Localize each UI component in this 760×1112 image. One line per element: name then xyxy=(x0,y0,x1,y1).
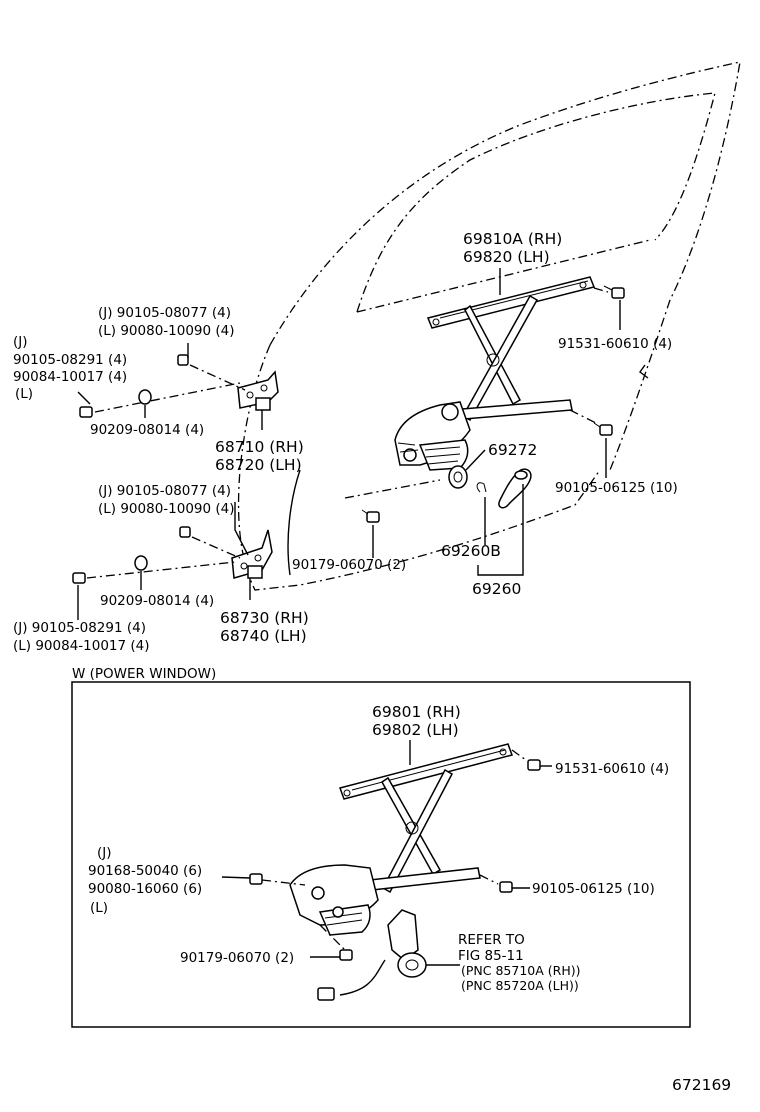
label-90168-50040: 90168-50040 (6) xyxy=(88,863,202,879)
washer-icon xyxy=(138,389,152,405)
bolt-icon xyxy=(527,759,541,771)
label-refer-to: REFER TO xyxy=(458,932,525,948)
bolt-icon xyxy=(249,873,263,885)
label-68720: 68720 (LH) xyxy=(215,456,302,474)
label-j-90105-08077-upper: (J) 90105-08077 (4) xyxy=(98,305,231,321)
label-j-90105-08077-lower: (J) 90105-08077 (4) xyxy=(98,483,231,499)
label-69802: 69802 (LH) xyxy=(372,721,459,739)
bolt-icon xyxy=(603,285,625,299)
door-hinge-icon xyxy=(237,370,279,411)
door-hinge-icon xyxy=(231,529,273,579)
label-90209-08014-a: 90209-08014 (4) xyxy=(90,422,204,438)
label-90105-06125-b: 90105-06125 (10) xyxy=(532,881,655,897)
label-90179-06070-b: 90179-06070 (2) xyxy=(180,950,294,966)
bolt-icon xyxy=(339,949,353,961)
bolt-icon xyxy=(499,881,513,893)
label-68730: 68730 (RH) xyxy=(220,609,309,627)
label-69260: 69260 xyxy=(472,580,521,598)
window-crank-handle-icon xyxy=(498,468,532,509)
label-l-90080-10090-lower: (L) 90080-10090 (4) xyxy=(98,501,235,517)
label-90209-08014-b: 90209-08014 (4) xyxy=(100,593,214,609)
bolt-icon xyxy=(179,526,191,538)
label-pnc-85720a: (PNC 85720A (LH)) xyxy=(461,978,579,993)
label-90179-06070-a: 90179-06070 (2) xyxy=(292,557,406,573)
label-69820: 69820 (LH) xyxy=(463,248,550,266)
label-pnc-85710a: (PNC 85710A (RH)) xyxy=(461,963,580,978)
label-69810a: 69810A (RH) xyxy=(463,230,562,248)
washer-icon xyxy=(448,465,468,489)
label-90105-06125-a: 90105-06125 (10) xyxy=(555,480,678,496)
label-j-mark: (J) xyxy=(13,334,28,350)
label-68710: 68710 (RH) xyxy=(215,438,304,456)
label-pw-j: (J) xyxy=(97,845,112,861)
bolt-icon xyxy=(177,354,189,366)
label-69260b: 69260B xyxy=(441,542,501,560)
bolt-icon xyxy=(72,572,86,584)
label-90105-08291-a: 90105-08291 (4) xyxy=(13,352,127,368)
window-motor-icon xyxy=(317,909,460,1001)
label-l-mark: (L) xyxy=(15,386,33,402)
label-l-90084-10017-lower: (L) 90084-10017 (4) xyxy=(13,638,150,654)
washer-icon xyxy=(134,555,148,571)
door-outline xyxy=(237,61,741,591)
label-91531-60610-a: 91531-60610 (4) xyxy=(558,336,672,352)
bolt-icon xyxy=(361,509,380,523)
label-69801: 69801 (RH) xyxy=(372,703,461,721)
power-window-title: W (POWER WINDOW) xyxy=(72,666,216,682)
bolt-icon xyxy=(79,406,93,418)
label-91531-60610-b: 91531-60610 (4) xyxy=(555,761,669,777)
label-90080-16060: 90080-16060 (6) xyxy=(88,881,202,897)
label-pw-l: (L) xyxy=(90,900,108,916)
figure-number: 672169 xyxy=(672,1076,731,1094)
label-j-90105-08291-lower: (J) 90105-08291 (4) xyxy=(13,620,146,636)
label-fig-85-11: FIG 85-11 xyxy=(458,948,524,964)
label-69272: 69272 xyxy=(488,441,537,459)
power-window-regulator-icon xyxy=(289,743,513,936)
window-regulator-icon xyxy=(394,276,596,471)
label-90084-10017-a: 90084-10017 (4) xyxy=(13,369,127,385)
label-68740: 68740 (LH) xyxy=(220,627,307,645)
label-l-90080-10090-upper: (L) 90080-10090 (4) xyxy=(98,323,235,339)
power-window-frame xyxy=(71,681,691,1028)
bolt-icon xyxy=(593,422,613,436)
handle-clip-icon xyxy=(476,482,487,493)
